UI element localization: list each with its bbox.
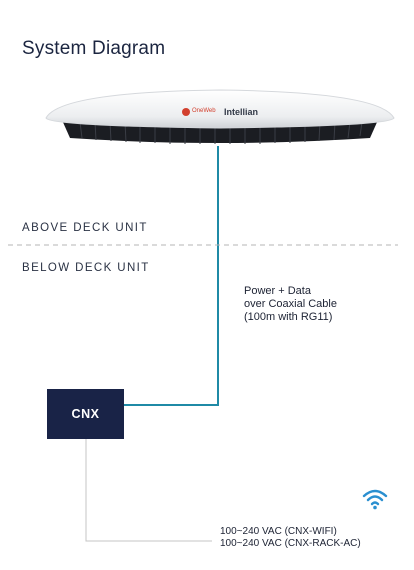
coax-cable: [124, 146, 219, 406]
power-line-rack: 100~240 VAC (CNX-RACK-AC): [220, 538, 361, 549]
antenna-unit: [45, 89, 395, 144]
cnx-unit: CNX: [47, 389, 124, 439]
antenna-radome: [45, 89, 395, 129]
cnx-label: CNX: [71, 407, 100, 421]
cable-line-3: (100m with RG11): [244, 311, 333, 323]
oneweb-logo-icon: [182, 108, 190, 116]
power-line: [85, 439, 212, 542]
wifi-icon: [362, 489, 388, 510]
brand-oneweb: OneWeb: [192, 108, 216, 114]
below-deck-label: BELOW DECK UNIT: [22, 262, 150, 274]
power-line-wifi: 100~240 VAC (CNX-WIFI): [220, 526, 337, 537]
page-title: System Diagram: [22, 38, 166, 59]
cable-description: Power + Data over Coaxial Cable (100m wi…: [244, 285, 337, 324]
brand-intellian: Intellian: [224, 107, 259, 117]
cable-line-2: over Coaxial Cable: [244, 298, 337, 310]
above-deck-label: ABOVE DECK UNIT: [22, 222, 148, 234]
power-description: 100~240 VAC (CNX-WIFI) 100~240 VAC (CNX-…: [220, 526, 361, 550]
cable-line-1: Power + Data: [244, 285, 311, 297]
